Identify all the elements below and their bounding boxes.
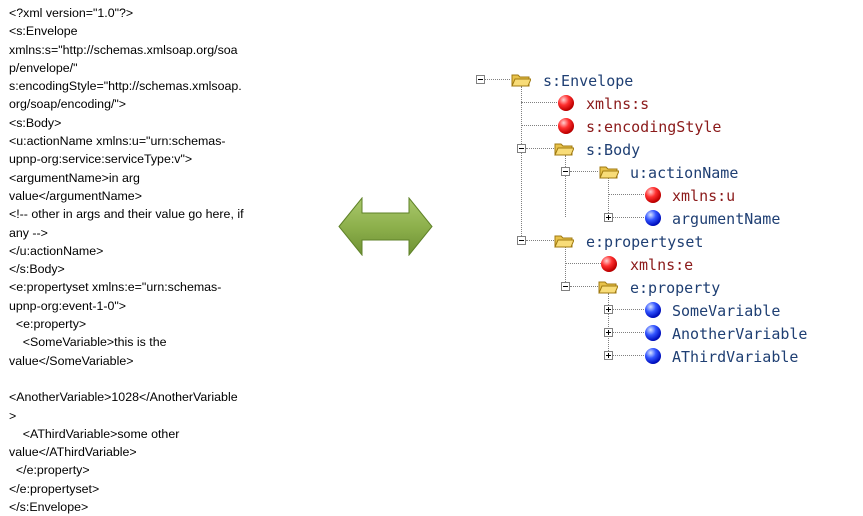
tree-connector — [565, 263, 601, 264]
xml-line: upnp-org:service:serviceType:v"> — [9, 152, 193, 167]
attribute-bullet-icon — [558, 95, 574, 111]
expand-toggle[interactable] — [604, 328, 613, 337]
tree-connector — [613, 309, 644, 310]
tree-connector — [485, 79, 510, 80]
tree-connector — [570, 171, 598, 172]
tree-connector — [613, 355, 644, 356]
tree-node-label: u:actionName — [630, 164, 739, 182]
xml-line: <AThirdVariable>some other — [9, 426, 180, 441]
xml-line: <AnotherVariable>1028</AnotherVariable — [9, 390, 238, 405]
tree-connector — [521, 102, 557, 103]
xml-line: p/envelope/" — [9, 60, 78, 75]
xml-line: </s:Body> — [9, 262, 65, 277]
tree-connector — [608, 194, 644, 195]
tree-connector — [526, 240, 554, 241]
xml-line: value</AThirdVariable> — [9, 445, 137, 460]
tree-node-label: xmlns:s — [586, 95, 650, 113]
collapse-toggle[interactable] — [561, 282, 570, 291]
folder-icon — [554, 233, 575, 249]
tree-node-label: e:propertyset — [586, 233, 704, 251]
xml-line: </e:property> — [9, 463, 90, 478]
element-bullet-icon — [645, 325, 661, 341]
collapse-toggle[interactable] — [561, 167, 570, 176]
tree-node-label: s:encodingStyle — [586, 118, 722, 136]
tree-connector — [608, 178, 609, 217]
element-bullet-icon — [645, 302, 661, 318]
attribute-bullet-icon — [645, 187, 661, 203]
xml-line: </s:Envelope> — [9, 500, 89, 515]
xml-line: upnp-org:event-1-0"> — [9, 298, 127, 313]
xml-line: any --> — [9, 225, 48, 240]
xml-line: </u:actionName> — [9, 243, 104, 258]
tree-connector — [608, 293, 609, 355]
xml-line: <s:Envelope — [9, 24, 78, 39]
tree-node-label: argumentName — [672, 210, 781, 228]
xml-line: <u:actionName xmlns:u="urn:schemas- — [9, 134, 226, 149]
attribute-bullet-icon — [601, 256, 617, 272]
tree-connector — [613, 332, 644, 333]
xml-line: s:encodingStyle="http://schemas.xmlsoap. — [9, 79, 242, 94]
folder-icon — [599, 164, 620, 180]
expand-toggle[interactable] — [604, 351, 613, 360]
xml-source-text: <?xml version="1.0"?> <s:Envelope xmlns:s=… — [9, 4, 294, 516]
tree-node-label: SomeVariable — [672, 302, 781, 320]
tree-connector — [526, 148, 554, 149]
xml-line: > — [9, 408, 17, 423]
folder-icon — [598, 279, 619, 295]
folder-icon — [511, 72, 532, 88]
tree-connector — [565, 247, 566, 286]
tree-node-label: s:Envelope — [543, 72, 634, 90]
xml-line: org/soap/encoding/"> — [9, 97, 127, 112]
expand-toggle[interactable] — [604, 213, 613, 222]
tree-connector — [613, 217, 644, 218]
tree-node-label: xmlns:u — [672, 187, 736, 205]
tree-node-label: xmlns:e — [630, 256, 694, 274]
xml-line: <s:Body> — [9, 115, 62, 130]
tree-connector — [570, 286, 598, 287]
collapse-toggle[interactable] — [517, 144, 526, 153]
tree-connector — [521, 125, 557, 126]
element-bullet-icon — [645, 348, 661, 364]
double-headed-arrow — [338, 197, 433, 256]
tree-node-label: AnotherVariable — [672, 325, 808, 343]
xml-line: xmlns:s="http://schemas.xmlsoap.org/soa — [9, 42, 238, 57]
tree-connector — [521, 86, 522, 240]
tree-connector — [565, 155, 566, 217]
xml-line: <e:propertyset xmlns:e="urn:schemas- — [9, 280, 222, 295]
folder-icon — [554, 141, 575, 157]
xml-line: <SomeVariable>this is the — [9, 335, 167, 350]
xml-line: <e:property> — [9, 317, 87, 332]
xml-line: <argumentName>in arg — [9, 170, 140, 185]
xml-line: <!-- other in args and their value go he… — [9, 207, 244, 222]
attribute-bullet-icon — [558, 118, 574, 134]
xml-line: </e:propertyset> — [9, 481, 100, 496]
xml-line: <?xml version="1.0"?> — [9, 6, 134, 20]
xml-line: value</argumentName> — [9, 188, 142, 203]
expand-toggle[interactable] — [604, 305, 613, 314]
tree-node-label: s:Body — [586, 141, 641, 159]
collapse-toggle[interactable] — [517, 236, 526, 245]
xml-line: value</SomeVariable> — [9, 353, 134, 368]
element-bullet-icon — [645, 210, 661, 226]
tree-node-label: e:property — [630, 279, 721, 297]
collapse-toggle[interactable] — [476, 75, 485, 84]
tree-node-label: AThirdVariable — [672, 348, 799, 366]
